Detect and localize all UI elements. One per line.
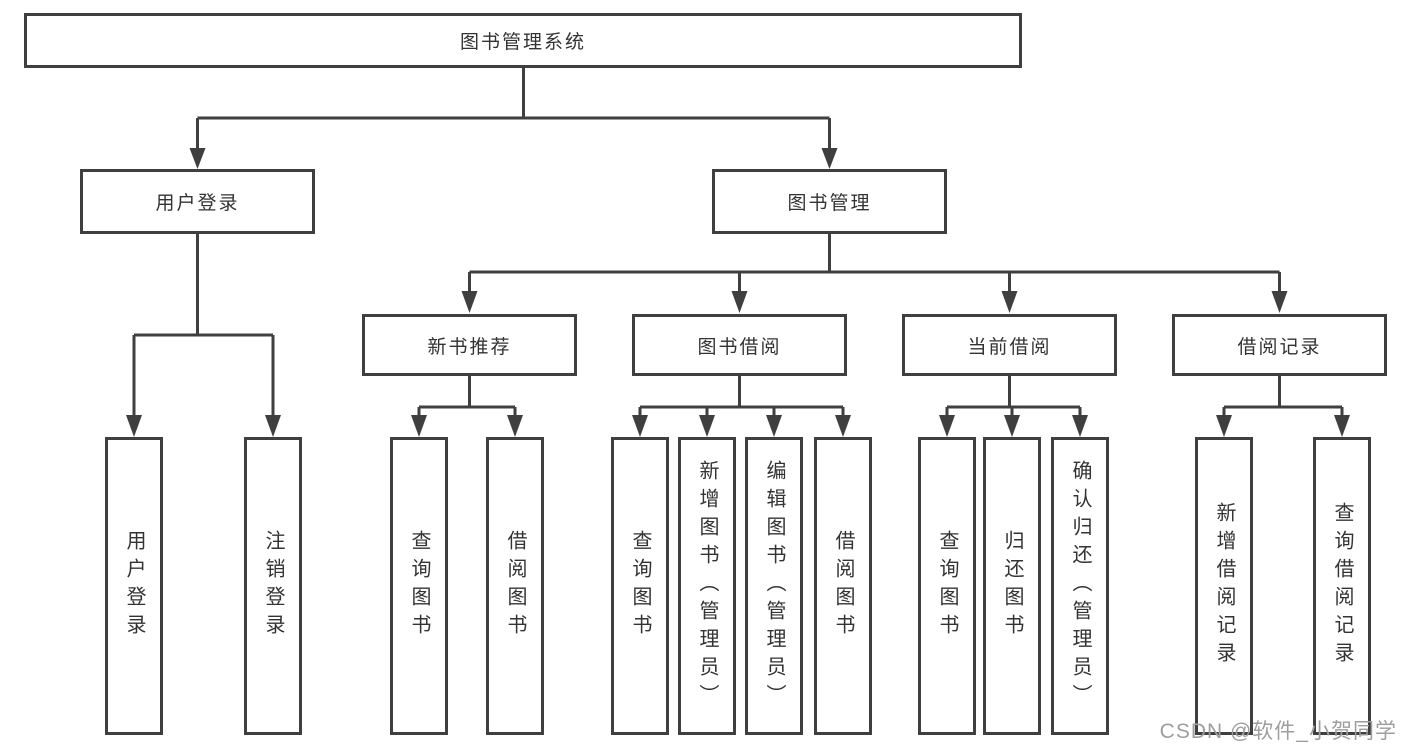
leaf-br-query-record-label: 查询借阅记录 [1331,502,1353,670]
leaf-logout: 注销登录 [244,437,302,735]
leaf-bb-edit-books-admin: 编辑图书（管理员） [745,437,803,735]
node-current-borrowing-label: 当前借阅 [967,336,1052,358]
node-borrowing-records: 借阅记录 [1172,314,1387,376]
connector-current-borrowing-children [939,376,1088,437]
leaf-bb-add-books-admin-label: 新增图书（管理员） [696,460,718,712]
leaf-logout-label: 注销登录 [262,530,284,642]
leaf-br-query-record: 查询借阅记录 [1313,437,1371,735]
leaf-cb-query-books: 查询图书 [918,437,976,735]
leaf-cb-confirm-return-admin-label: 确认归还（管理员） [1069,460,1091,712]
leaf-cb-query-books-label: 查询图书 [936,530,958,642]
leaf-user-login: 用户登录 [105,437,163,735]
leaf-bb-add-books-admin: 新增图书（管理员） [678,437,736,735]
leaf-cb-return-books: 归还图书 [983,437,1041,735]
node-new-book-recommendation-label: 新书推荐 [427,336,512,358]
leaf-nb-query-books-label: 查询图书 [408,530,430,642]
node-book-management: 图书管理 [712,169,947,234]
node-current-borrowing: 当前借阅 [902,314,1117,376]
leaf-bb-query-books: 查询图书 [611,437,669,735]
node-book-management-label: 图书管理 [787,193,872,214]
leaf-nb-query-books: 查询图书 [390,437,448,735]
node-root: 图书管理系统 [24,13,1022,68]
leaf-cb-return-books-label: 归还图书 [1001,530,1023,642]
node-book-borrowing: 图书借阅 [632,314,847,376]
connector-book-borrowing-children [632,376,851,437]
connector-user-login-children [126,234,281,437]
connector-new-book-recommendation-children [411,376,523,437]
leaf-user-login-label: 用户登录 [123,530,145,642]
leaf-br-add-record: 新增借阅记录 [1195,437,1253,735]
leaf-cb-confirm-return-admin: 确认归还（管理员） [1051,437,1109,735]
leaf-nb-borrow-books-label: 借阅图书 [504,530,526,642]
node-user-login-label: 用户登录 [155,193,240,214]
connector-book-management-children [461,232,1288,313]
leaf-bb-borrow-books: 借阅图书 [814,437,872,735]
leaf-nb-borrow-books: 借阅图书 [486,437,544,735]
leaf-bb-borrow-books-label: 借阅图书 [832,530,854,642]
node-new-book-recommendation: 新书推荐 [362,314,577,376]
connector-borrowing-records-children [1216,376,1350,437]
leaf-br-add-record-label: 新增借阅记录 [1213,502,1235,670]
node-user-login: 用户登录 [80,169,315,234]
watermark: CSDN @软件_小贺同学 [1159,720,1397,743]
node-borrowing-records-label: 借阅记录 [1237,336,1322,358]
leaf-bb-edit-books-admin-label: 编辑图书（管理员） [763,460,785,712]
node-root-label: 图书管理系统 [459,32,586,53]
connector-root-to-level2 [189,68,838,169]
leaf-bb-query-books-label: 查询图书 [629,530,651,642]
node-book-borrowing-label: 图书借阅 [697,336,782,358]
